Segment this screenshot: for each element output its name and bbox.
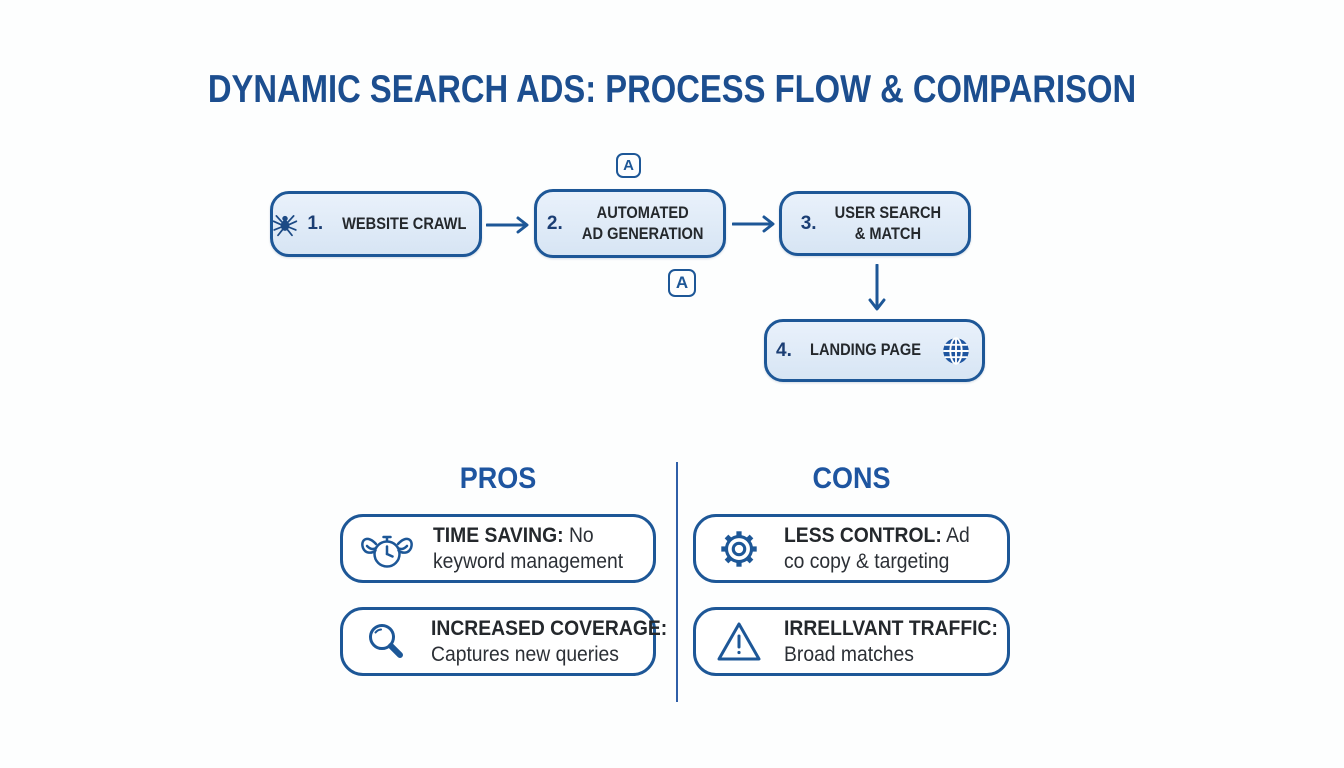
step-label: USER SEARCH & MATCH: [834, 203, 941, 243]
step-number: 2.: [546, 212, 563, 234]
pros-heading: PROS: [459, 462, 537, 495]
globe-icon: [939, 334, 973, 368]
pros-card-increased-coverage: INCREASED COVERAGE: Captures new queries: [340, 607, 667, 676]
cons-card-irrelevant-traffic: IRRELLVANT TRAFFIC: Broad matches: [693, 607, 1010, 676]
letter-a-icon: A: [616, 153, 641, 178]
page-title: DYNAMIC SEARCH ADS: PROCESS FLOW & COMPA…: [207, 68, 1137, 111]
step-label: AUTOMATED AD GENERATION: [581, 203, 704, 243]
spider-icon: [272, 211, 298, 237]
step-number: 4.: [776, 339, 792, 361]
step-label: LANDING PAGE: [809, 340, 921, 360]
card-text: INCREASED COVERAGE: Captures new queries: [431, 617, 668, 666]
pros-card-time-saving: TIME SAVING: No keyword management: [340, 514, 656, 583]
flow-step-website-crawl: 1. WEBSITE CRAWL: [270, 191, 482, 257]
magnifier-icon: [358, 619, 414, 665]
letter-a-icon: A: [668, 269, 696, 297]
arrow-right-icon: [485, 214, 532, 241]
card-text: TIME SAVING: No keyword management: [433, 524, 624, 573]
arrow-down-icon: [866, 263, 888, 321]
flow-step-landing-page: 4. LANDING PAGE: [764, 319, 985, 382]
cons-heading: CONS: [812, 462, 891, 495]
step-number: 1.: [307, 213, 324, 234]
step-number: 3.: [800, 212, 817, 234]
cons-card-less-control: LESS CONTROL: Ad co copy & targeting: [693, 514, 1010, 583]
column-divider: [676, 462, 678, 702]
flow-step-automated-ad-generation: 2. AUTOMATED AD GENERATION: [534, 189, 726, 258]
card-text: IRRELLVANT TRAFFIC: Broad matches: [784, 617, 998, 666]
winged-stopwatch-icon: [358, 525, 416, 573]
step-label: WEBSITE CRAWL: [342, 213, 467, 233]
arrow-right-icon: [731, 213, 778, 240]
gear-icon: [711, 524, 767, 574]
card-text: LESS CONTROL: Ad co copy & targeting: [784, 524, 970, 573]
flow-step-user-search-match: 3. USER SEARCH & MATCH: [779, 191, 971, 256]
warning-triangle-icon: [711, 620, 767, 664]
